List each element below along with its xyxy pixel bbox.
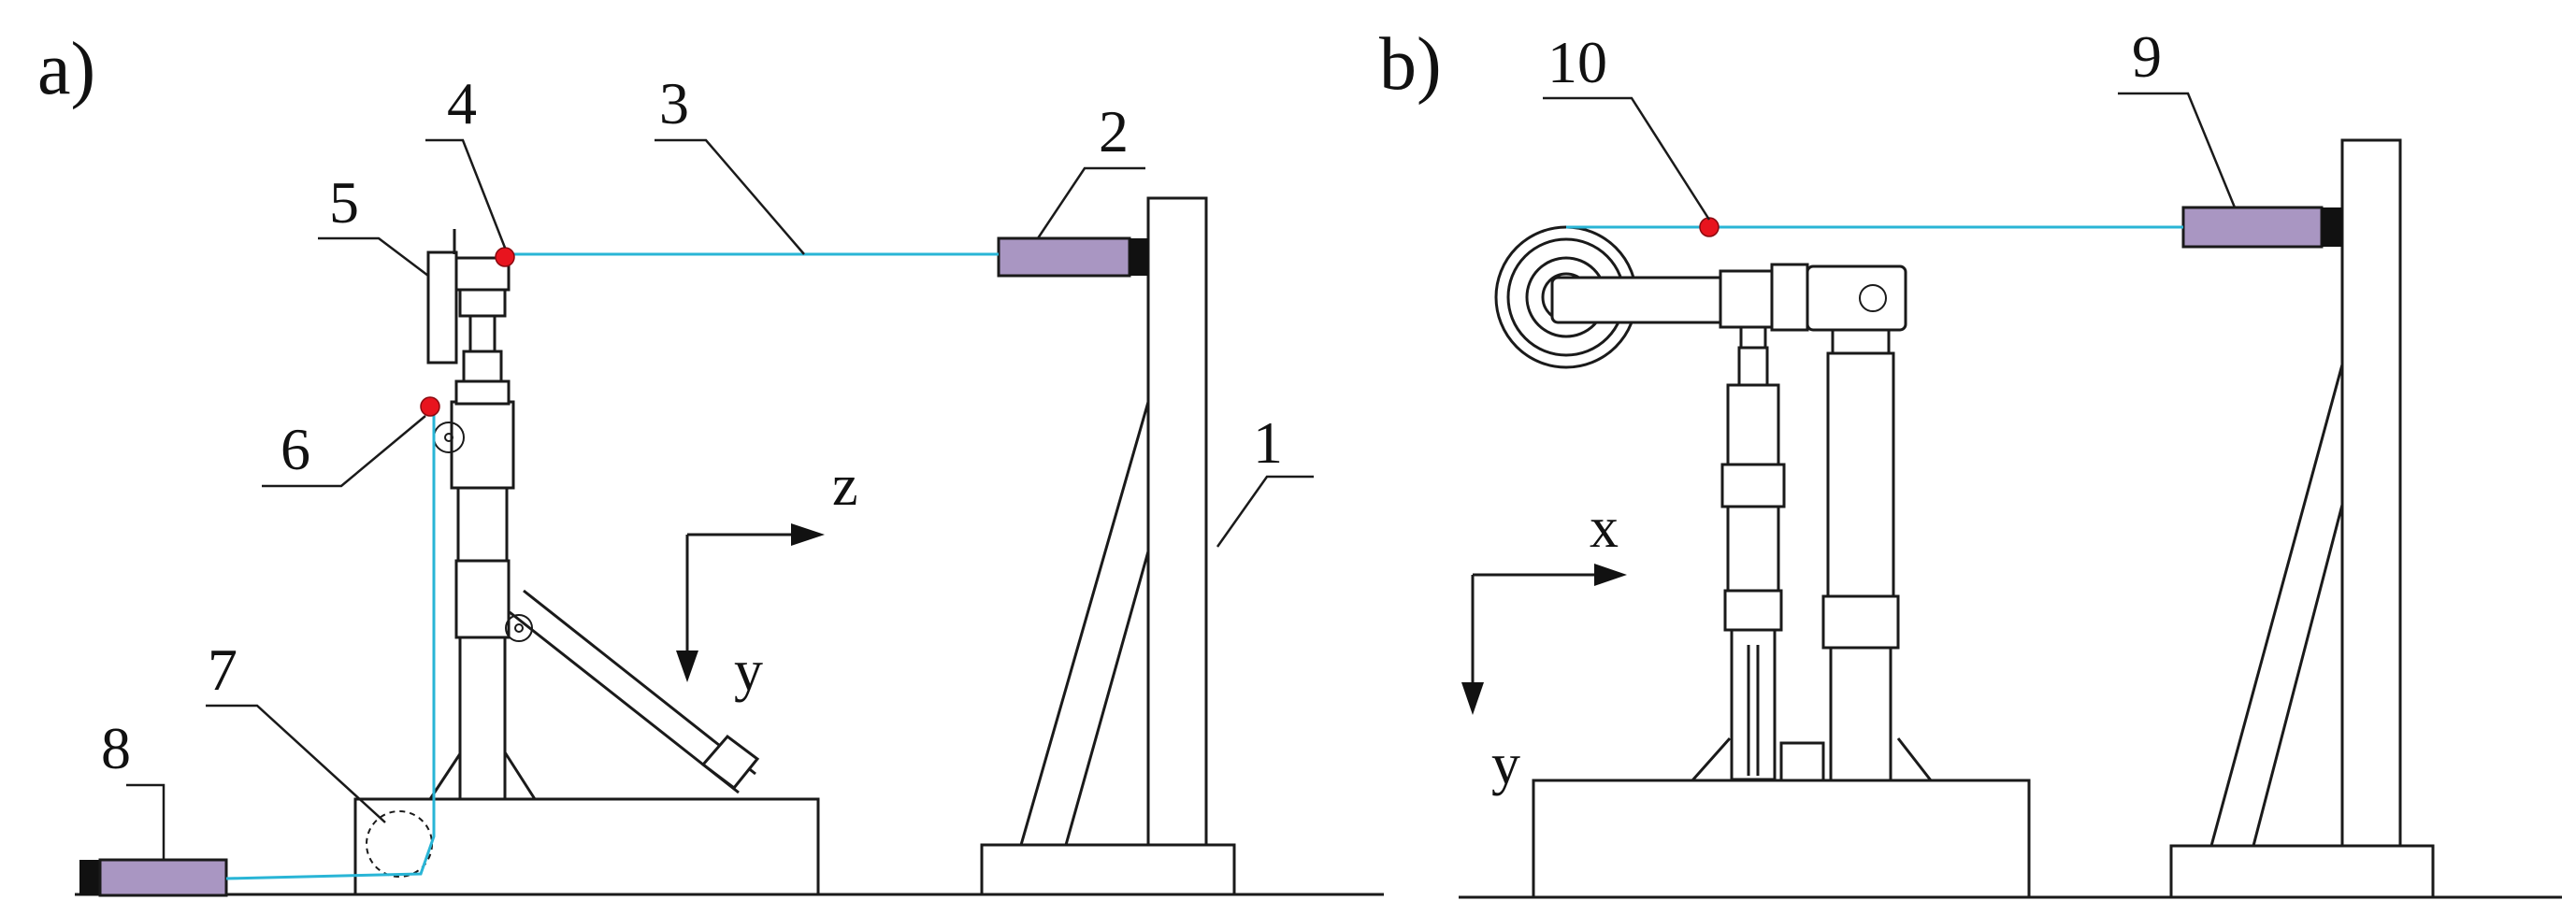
panel-b-leader-10 bbox=[1543, 96, 1711, 221]
panel-b: b) bbox=[1379, 23, 2562, 899]
panel-a-upper-sensor bbox=[997, 236, 1148, 278]
panel-a-base bbox=[353, 797, 820, 896]
panel-a-axis-horizontal-label: z bbox=[832, 454, 858, 518]
part-label-10: 10 bbox=[1547, 29, 1607, 95]
panel-a-leader-4 bbox=[425, 138, 507, 249]
part-label-5: 5 bbox=[329, 169, 359, 236]
panel-a: a) bbox=[37, 28, 1384, 897]
part-label-1: 1 bbox=[1253, 409, 1283, 476]
panel-b-label: b) bbox=[1379, 23, 1442, 106]
panel-a-leader-1 bbox=[1216, 475, 1314, 548]
panel-b-arm bbox=[1550, 263, 1907, 350]
panel-a-leader-8 bbox=[126, 783, 165, 860]
panel-b-base bbox=[1532, 779, 2031, 899]
panel-a-leg bbox=[426, 229, 537, 801]
part-label-6: 6 bbox=[281, 416, 310, 482]
panel-a-marker-4 bbox=[495, 247, 515, 267]
part-label-4: 4 bbox=[447, 70, 477, 136]
panel-b-axis-vertical-label: y bbox=[1491, 733, 1520, 796]
panel-b-frame bbox=[2169, 138, 2435, 899]
panel-b-leader-9 bbox=[2118, 92, 2237, 208]
part-label-7: 7 bbox=[208, 636, 237, 703]
panel-a-strut bbox=[505, 589, 760, 794]
panel-a-leader-7 bbox=[206, 704, 386, 823]
panel-b-axes: x y bbox=[1461, 496, 1627, 796]
panel-a-lower-cable bbox=[225, 411, 436, 880]
panel-b-axis-horizontal-label: x bbox=[1590, 496, 1619, 560]
part-label-9: 9 bbox=[2132, 23, 2162, 90]
panel-b-marker-10 bbox=[1699, 217, 1720, 237]
panel-b-right-leg bbox=[1779, 328, 1933, 782]
part-label-8: 8 bbox=[101, 715, 131, 781]
panel-a-frame bbox=[980, 196, 1236, 896]
panel-a-leader-6 bbox=[262, 415, 426, 488]
panel-a-axes: z y bbox=[676, 454, 858, 703]
panel-a-axis-vertical-label: y bbox=[734, 639, 763, 703]
part-label-2: 2 bbox=[1099, 98, 1129, 164]
panel-a-leader-3 bbox=[655, 138, 805, 255]
panel-a-leader-2 bbox=[1036, 166, 1145, 239]
panel-b-sensor bbox=[2181, 206, 2342, 249]
panel-a-leader-5 bbox=[318, 236, 429, 277]
panel-a-lower-sensor bbox=[79, 858, 228, 897]
panel-b-left-leg bbox=[1691, 346, 1786, 781]
panel-a-label: a) bbox=[37, 28, 95, 110]
part-label-3: 3 bbox=[659, 70, 689, 136]
panel-a-marker-6 bbox=[420, 396, 440, 417]
